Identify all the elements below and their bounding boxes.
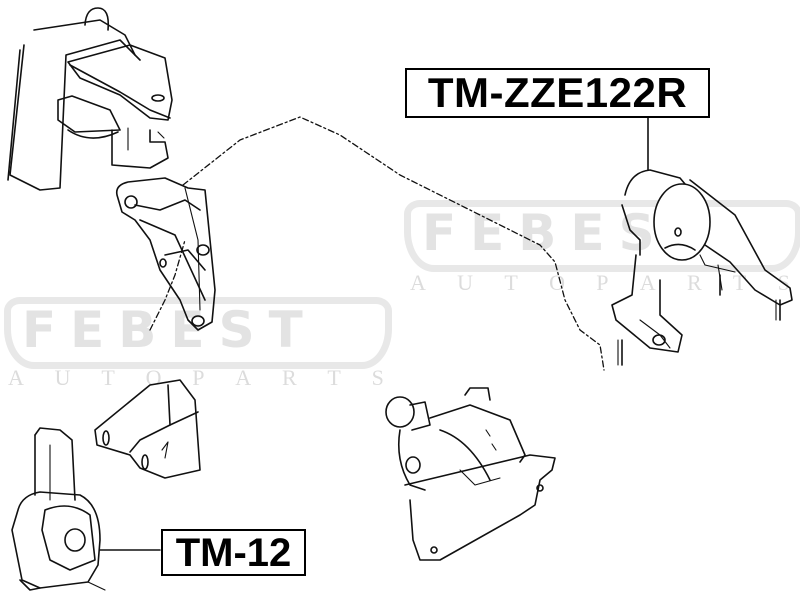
guide-line xyxy=(182,116,605,371)
watermark-left: FEBEST A U T O P A R T S xyxy=(0,295,395,395)
lower-left-bracket-drawing xyxy=(94,379,201,479)
lower-left-mount-drawing xyxy=(11,427,161,591)
part-label-tm-12: TM-12 xyxy=(161,529,306,576)
watermark-tagline: A U T O P A R T S xyxy=(8,365,384,390)
guide-line xyxy=(149,239,186,331)
watermark-frame xyxy=(4,297,392,369)
center-bracket-drawing xyxy=(115,177,216,331)
right-mount-drawing xyxy=(611,117,793,366)
lower-center-mount-drawing xyxy=(385,387,556,561)
watermark-brand: FEBEST xyxy=(22,301,317,359)
watermark-frame xyxy=(404,200,800,272)
part-label-tm-zze122r: TM-ZZE122R xyxy=(405,68,710,118)
upper-left-mount-drawing xyxy=(7,7,173,191)
watermark-tagline: A U T O P A R T S xyxy=(410,270,790,295)
